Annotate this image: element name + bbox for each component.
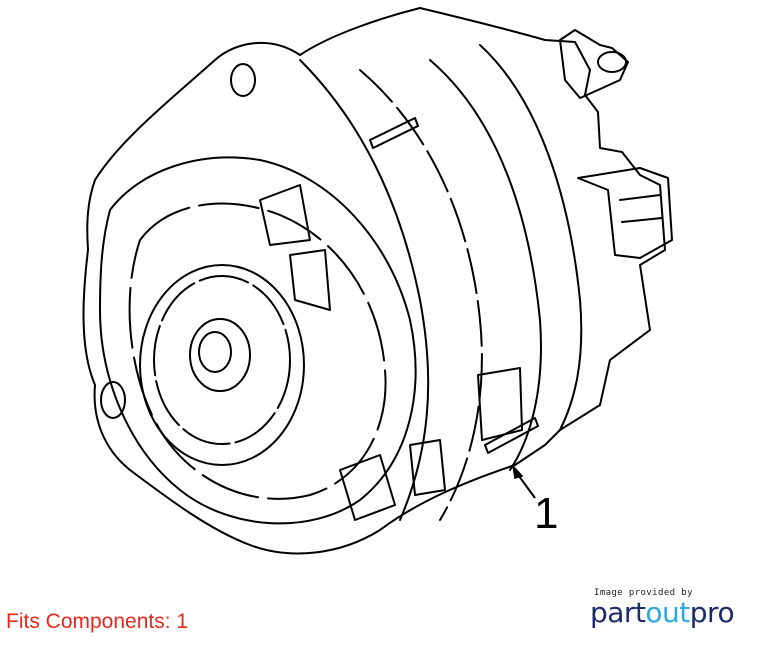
shaft-nut <box>198 331 232 373</box>
stator-band-rear <box>429 59 542 471</box>
housing-window <box>477 367 523 441</box>
front-cover-rim <box>99 156 417 525</box>
provider-caption: Image provided by <box>594 588 693 598</box>
rear-housing-edge <box>479 44 583 431</box>
housing-rib-1 <box>259 184 311 246</box>
mount-ear-bottom <box>100 381 126 419</box>
callout-number: 1 <box>534 489 558 538</box>
terminal-stud <box>597 51 627 73</box>
pulley-outer <box>139 264 305 466</box>
through-bolt-bottom <box>484 417 539 454</box>
output-terminal <box>559 29 629 99</box>
logo-part: part <box>590 596 646 629</box>
housing-rib-3 <box>339 454 396 521</box>
housing-rib-2 <box>289 249 331 311</box>
logo-out: out <box>645 596 690 629</box>
alternator-drawing <box>82 7 673 555</box>
callout-1: 1 <box>511 463 558 538</box>
connector-detail <box>619 194 663 223</box>
housing-rib-4 <box>409 439 446 496</box>
part-diagram: 1 <box>82 7 673 555</box>
callout-arrowhead <box>511 463 524 479</box>
connector-plug <box>577 167 673 259</box>
stator-band-front <box>299 59 430 521</box>
pulley-hub <box>189 318 251 392</box>
partoutpro-logo: partoutpro <box>590 598 750 628</box>
image-provider: Image provided by partoutpro <box>590 588 750 628</box>
through-bolt-top <box>369 117 419 149</box>
housing-outline <box>82 7 666 555</box>
mount-ear-top <box>230 63 256 97</box>
pulley-face <box>153 275 291 445</box>
logo-pro: pro <box>689 596 735 629</box>
fits-components-label: Fits Components: 1 <box>6 610 189 633</box>
